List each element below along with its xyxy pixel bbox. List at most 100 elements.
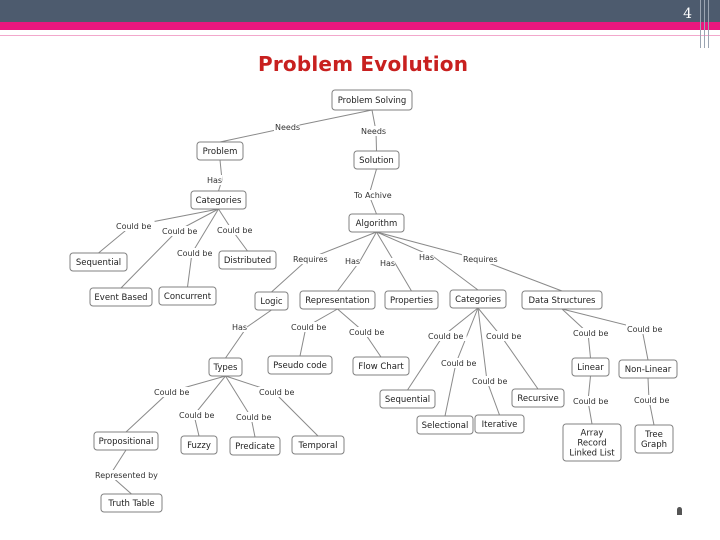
edge-label: Could be [236,413,271,422]
edge-label-background [360,126,386,136]
edge-types-propositional [125,375,226,433]
node-box [196,141,244,161]
node-label: Iterative [482,420,518,430]
node-label: Data Structures [529,296,597,306]
node-categories2: Categories [449,289,507,309]
node-data-structures: Data Structures [521,290,603,310]
node-solution: Solution [353,150,400,170]
node-label: Non-Linear [625,365,672,375]
edge-label: Could be [154,388,189,397]
node-label: Pseudo code [273,361,327,371]
edge-label: Has [232,323,247,332]
node-box [100,493,163,513]
edge-label-background [115,221,155,231]
edge-types-fuzzy [193,375,226,437]
edge-label-background [216,225,256,235]
edge-label: Could be [116,222,151,231]
edge-label: Could be [349,328,384,337]
node-label: Flow Chart [358,362,404,372]
node-label: Graph [641,440,667,450]
edge-label-background [471,376,511,386]
node-box [384,290,439,310]
edge-label-background [353,190,398,200]
node-label: Distributed [224,256,271,266]
edge-types-temporal [225,375,319,437]
edge-label-background [440,358,480,368]
node-label: Array [581,429,604,439]
node-label: Sequential [385,395,430,405]
node-recursive: Recursive [511,388,565,408]
node-label: Problem Solving [338,96,407,106]
node-label: Sequential [76,258,121,268]
edge-label-background [94,470,162,480]
node-box [331,89,413,111]
edge-label: Requires [293,255,328,264]
slide-number: 4 [683,6,692,22]
corner-mark [677,507,682,515]
edge-logic-types [225,309,272,359]
slide-accent-line [0,35,720,36]
edge-categories2-iterative [477,307,500,416]
node-predicate: Predicate [229,436,281,456]
edge-label-background [572,328,612,338]
node-algorithm: Algorithm [348,213,405,233]
node-box [521,290,603,310]
edge-label-background [176,248,216,258]
edge-label-background [418,252,435,262]
node-box [511,388,565,408]
edge-label-background [485,331,525,341]
node-label: Concurrent [164,292,212,302]
slide-header-bar [0,0,720,22]
node-event-based: Event Based [89,287,153,307]
node-flow-chart: Flow Chart [352,356,410,376]
node-label: Categories [196,196,242,206]
edge-label: Could be [573,329,608,338]
node-box [69,252,128,272]
node-label: Algorithm [356,219,398,229]
node-box [379,389,436,409]
edge-label-background [462,254,502,264]
edge-label: Could be [627,325,662,334]
edge-label-background [572,396,612,406]
node-box [208,357,243,377]
node-truth-table: Truth Table [100,493,163,513]
edge-label-background [153,387,193,397]
edge-label: Has [380,259,395,268]
nodes-layer: Problem SolvingProblemSolutionCategories… [69,89,678,513]
node-properties: Properties [384,290,439,310]
edge-label-background [206,175,223,185]
edge-label: Has [419,253,434,262]
node-label: Solution [359,156,394,166]
edge-label: Could be [217,226,252,235]
node-label: Truth Table [107,499,154,509]
edge-label: Could be [428,332,463,341]
node-box [218,250,277,270]
node-label: Problem [203,147,238,157]
edge-label-background [231,322,248,332]
edge-label: Could be [179,411,214,420]
node-box [93,431,159,451]
edge-label: To Achive [353,191,392,200]
node-box [89,287,153,307]
edge-label-background [427,331,467,341]
edge-label: Needs [275,123,300,132]
node-label: Properties [390,296,434,306]
node-label: Predicate [235,442,275,452]
node-label: Tree [644,430,663,440]
node-label: Propositional [99,437,154,447]
node-pseudo-code: Pseudo code [267,355,333,375]
node-box [634,424,674,454]
edge-label: Has [207,176,222,185]
edge-label: Could be [634,396,669,405]
node-box [348,213,405,233]
edge-label: Could be [177,249,212,258]
node-box [449,289,507,309]
edge-label: Could be [573,397,608,406]
edge-label-background [258,387,298,397]
edge-label: Could be [291,323,326,332]
node-non-linear: Non-Linear [618,359,678,379]
